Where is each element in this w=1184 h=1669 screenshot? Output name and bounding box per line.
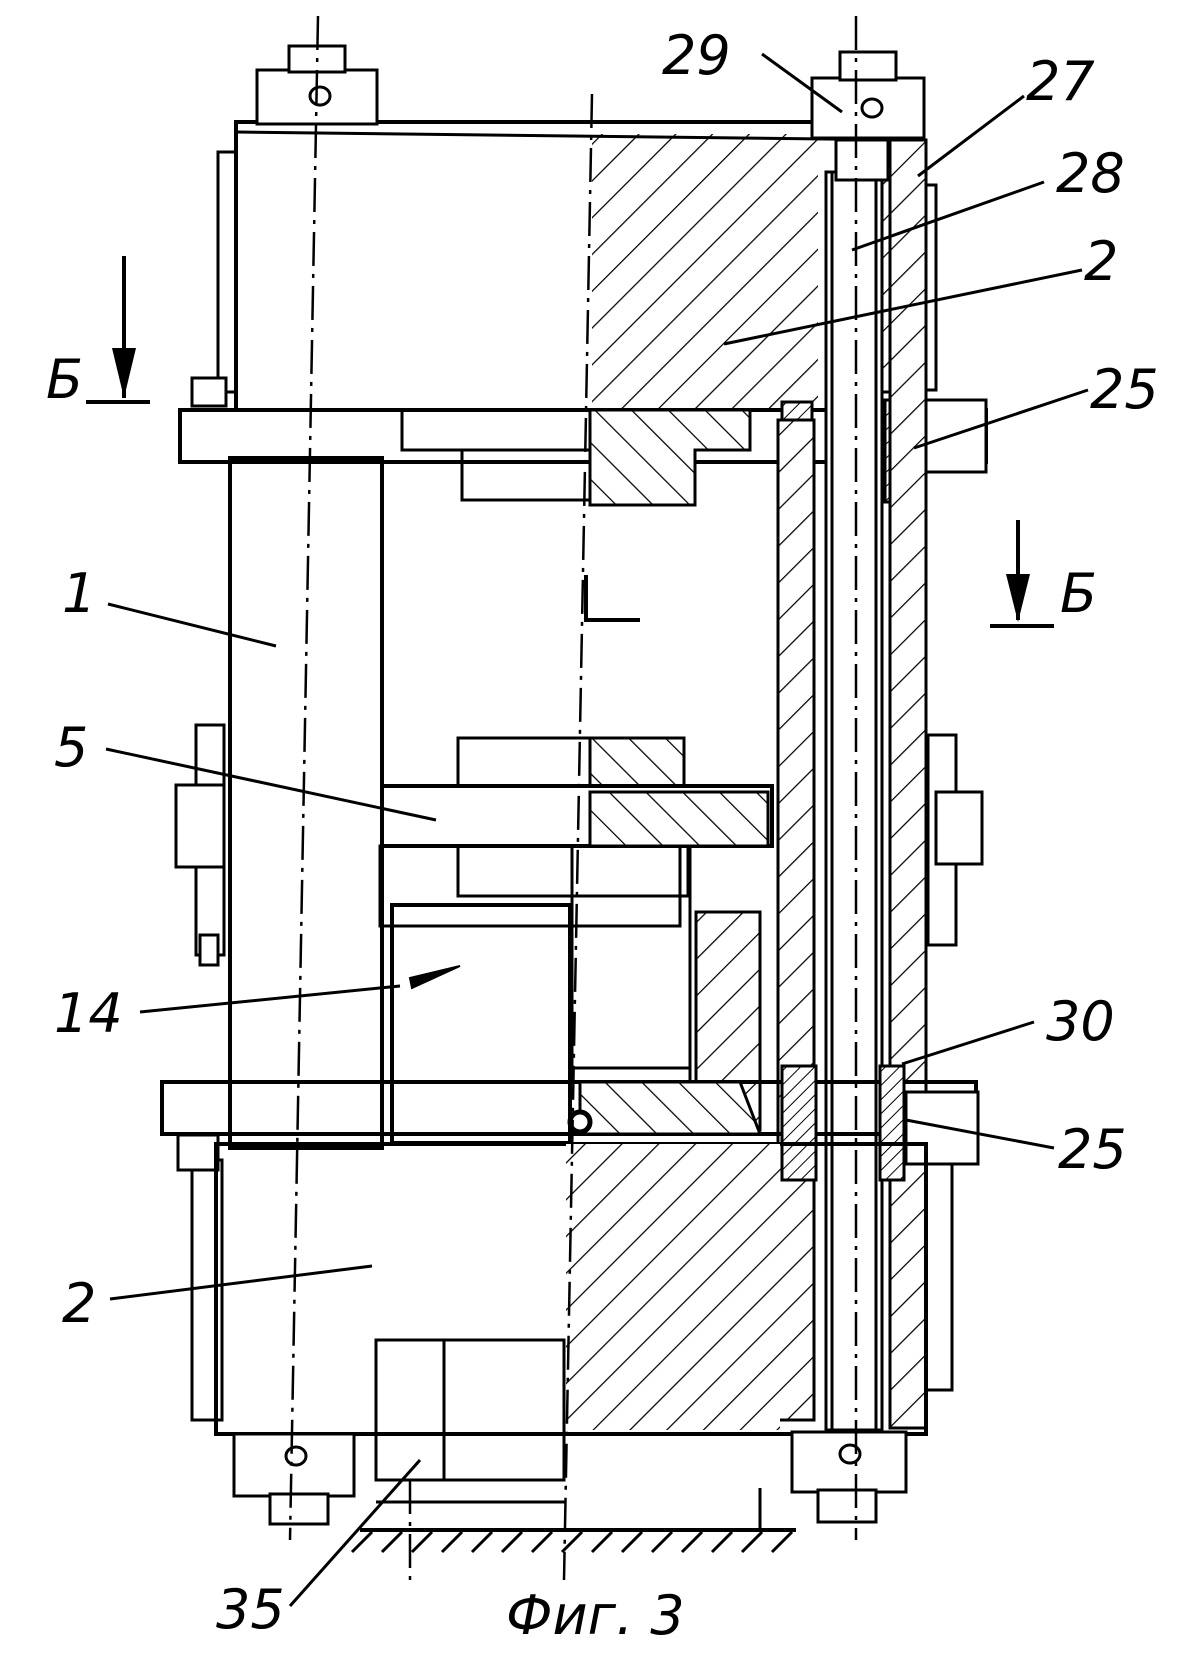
section-label-left: Б (46, 348, 83, 411)
label-25-top: 25 (1090, 358, 1159, 421)
section-marker-left: Б (46, 256, 150, 411)
label-14: 14 (54, 982, 123, 1045)
section-label-right: Б (1060, 562, 1097, 625)
section-marker-right: Б (990, 520, 1097, 626)
label-2-top: 2 (1084, 230, 1118, 293)
slider-5 (380, 738, 772, 926)
label-5: 5 (54, 716, 88, 779)
label-29: 29 (662, 24, 731, 87)
label-1: 1 (62, 562, 96, 625)
label-28: 28 (1056, 142, 1125, 205)
figure-caption: Фиг. 3 (506, 1584, 685, 1647)
label-2-bottom: 2 (62, 1272, 96, 1335)
corner-mark (586, 575, 640, 620)
ground-hatch (352, 1488, 796, 1552)
label-25-bottom: 25 (1058, 1118, 1127, 1181)
label-30: 30 (1046, 990, 1115, 1053)
label-35: 35 (216, 1578, 285, 1641)
label-27: 27 (1026, 50, 1095, 113)
